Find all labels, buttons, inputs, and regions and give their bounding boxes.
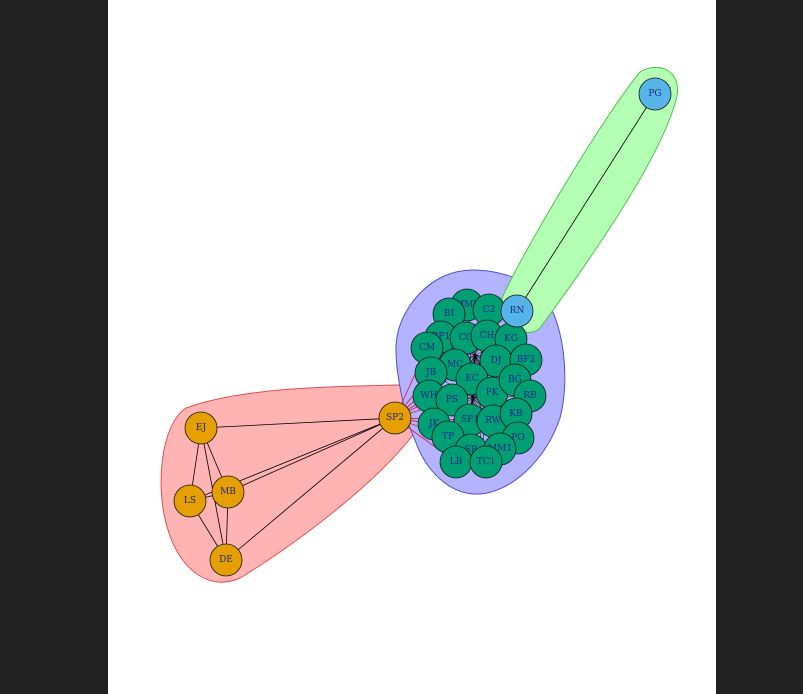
node-label: MC: [447, 360, 463, 370]
node-ls[interactable]: LS: [173, 484, 207, 518]
node-label: LS: [184, 496, 196, 506]
node-label: BF2: [517, 355, 536, 365]
node-label: BI: [444, 309, 455, 319]
node-label: WH: [420, 391, 437, 401]
node-circle: [378, 401, 412, 435]
node-label: BF1: [432, 332, 451, 342]
node-label: RW: [485, 416, 502, 426]
node-label: PK: [486, 388, 499, 398]
node-label: MM2: [455, 300, 479, 310]
node-label: CM: [419, 343, 435, 353]
node-sp2[interactable]: SP2: [378, 401, 412, 435]
node-label: PG: [648, 89, 661, 99]
node-pg[interactable]: PG: [638, 77, 672, 111]
node-label: JB: [425, 368, 437, 378]
edge: [225, 417, 396, 561]
node-de[interactable]: DE: [209, 543, 243, 577]
node-label: DE: [219, 555, 233, 565]
node-label: MM1: [488, 444, 512, 454]
node-mb[interactable]: MB: [211, 475, 245, 509]
node-label: SP2: [386, 413, 404, 423]
node-label: BG: [508, 375, 522, 385]
edge: [516, 93, 656, 312]
node-ej[interactable]: EJ: [184, 411, 218, 445]
node-label: PS: [446, 395, 458, 405]
node-circle: [173, 484, 207, 518]
node-label: RN: [510, 306, 525, 316]
node-label: CO: [459, 333, 473, 343]
node-label: SP1: [461, 415, 479, 425]
node-circle: [211, 475, 245, 509]
node-label: SR: [465, 445, 478, 455]
node-label: KB: [509, 409, 523, 419]
node-lb[interactable]: LB: [439, 445, 473, 479]
node-label: EC: [465, 374, 479, 384]
node-circle: [184, 411, 218, 445]
node-label: C2: [483, 305, 496, 315]
node-rn[interactable]: RN: [500, 294, 534, 328]
node-label: PO: [511, 433, 524, 443]
node-label: TC1: [477, 457, 496, 467]
edge: [227, 417, 396, 493]
node-label: KG: [504, 334, 518, 344]
node-label: EJ: [196, 423, 207, 433]
node-label: DJ: [491, 356, 502, 366]
edge: [200, 417, 396, 429]
node-circle: [209, 543, 243, 577]
node-label: MB: [220, 487, 236, 497]
node-label: RB: [523, 391, 537, 401]
red-group-hull: [160, 384, 423, 583]
node-label: TP: [442, 432, 454, 442]
node-label: JK: [428, 419, 440, 429]
node-tc1[interactable]: TC1: [469, 445, 503, 479]
node-circle: [469, 445, 503, 479]
node-label: CH: [480, 331, 495, 341]
node-label: LB: [450, 457, 463, 467]
node-cm[interactable]: CM: [410, 331, 444, 365]
node-circle: [638, 77, 672, 111]
node-circle: [500, 294, 534, 328]
